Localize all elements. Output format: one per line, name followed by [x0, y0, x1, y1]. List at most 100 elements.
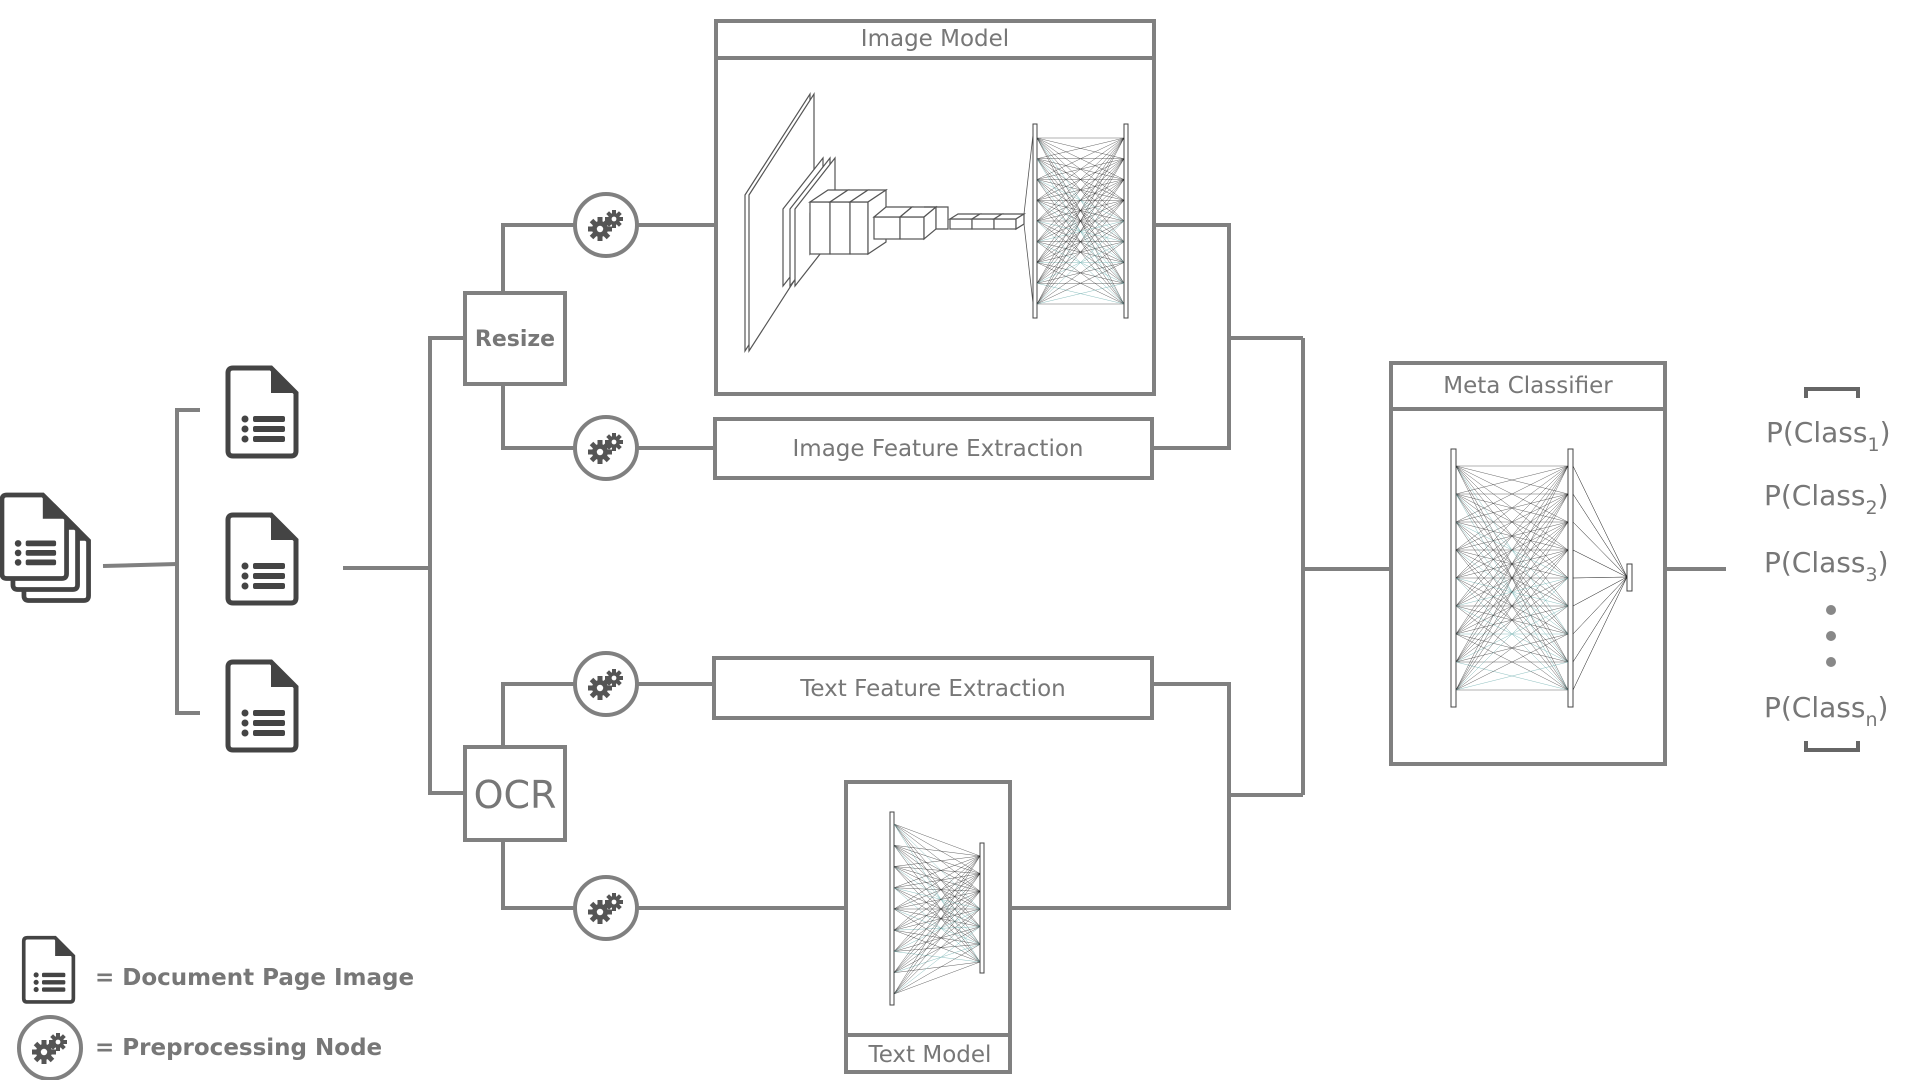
network-edge	[1036, 137, 1125, 263]
ellipsis-dot	[1826, 631, 1836, 641]
network-edge	[893, 926, 981, 952]
network-edge	[893, 823, 981, 857]
network-edge	[893, 944, 981, 995]
preprocessing-node-2	[573, 415, 639, 481]
network-edge	[893, 873, 981, 952]
network-edge	[893, 873, 981, 931]
network-edge	[893, 866, 981, 945]
network-edge	[1455, 465, 1569, 551]
network-edge	[893, 845, 981, 892]
network-edge	[1036, 200, 1125, 305]
network-edge	[1455, 465, 1569, 495]
network-edge	[893, 891, 981, 931]
network-edge	[893, 908, 981, 995]
resize-box: Resize	[463, 291, 567, 386]
network-edge	[893, 887, 981, 892]
resize-label: Resize	[475, 327, 555, 352]
network-edge	[893, 866, 981, 892]
network-edge	[893, 855, 981, 995]
network-edge	[893, 845, 981, 857]
image-feature-extraction-box: Image Feature Extraction	[713, 417, 1154, 480]
network-edge	[1036, 137, 1125, 180]
network-edge	[893, 866, 981, 927]
network-edge	[893, 891, 981, 910]
ellipsis-dot	[1826, 657, 1836, 667]
network-edge	[1572, 576, 1628, 607]
preprocessing-node-3	[573, 651, 639, 717]
ellipsis-dot	[1826, 605, 1836, 615]
legend-preprocessing-node: = Preprocessing Node	[95, 1035, 382, 1061]
network-edge	[893, 866, 981, 910]
ocr-box: OCR	[463, 745, 567, 842]
network-edge	[1455, 493, 1569, 691]
network-edge	[893, 873, 981, 888]
network-edge	[1572, 521, 1628, 578]
network-edge	[893, 887, 981, 945]
text-feature-extraction-label: Text Feature Extraction	[799, 676, 1065, 702]
network-edge	[893, 944, 981, 973]
network-edge	[893, 891, 981, 952]
meta-classifier-title: Meta Classifier	[1443, 373, 1613, 399]
network-edge	[893, 855, 981, 973]
network-edge	[893, 845, 981, 874]
preprocessing-node-4	[573, 875, 639, 941]
network-edge	[1036, 137, 1125, 305]
legend-gear-icon	[17, 1015, 83, 1080]
image-model-dense-net	[1032, 123, 1129, 319]
network-edge	[1036, 220, 1125, 305]
network-edge	[1036, 137, 1125, 242]
network-edge	[893, 873, 981, 973]
meta-classifier-box: Meta Classifier	[1389, 361, 1667, 766]
network-edge	[893, 873, 981, 910]
network-edge	[893, 926, 981, 931]
network-edge	[893, 855, 981, 888]
network-edge	[1455, 465, 1569, 523]
image-model-box: Image Model	[714, 19, 1156, 396]
network-edge	[893, 926, 981, 995]
text-model-net	[889, 811, 985, 1006]
output-probabilities: P(Class1) P(Class2) P(Class3) P(Classn)	[1764, 387, 1891, 752]
network-edge	[1455, 521, 1569, 691]
network-edge	[893, 908, 981, 945]
network-edge	[1572, 576, 1628, 579]
prob-class-2: P(Class2)	[1764, 479, 1889, 519]
network-edge	[893, 887, 981, 927]
network-edge	[1036, 137, 1125, 201]
network-edge	[893, 873, 981, 995]
preprocessing-node-1	[573, 192, 639, 258]
network-edge	[893, 845, 981, 927]
network-edge	[1572, 549, 1628, 578]
network-edge	[1455, 465, 1569, 691]
meta-classifier-net	[1450, 448, 1633, 708]
network-edge	[893, 926, 981, 973]
network-edge	[893, 887, 981, 910]
network-edge	[1572, 576, 1628, 691]
document-icon-top	[228, 368, 296, 456]
network-edge	[1036, 241, 1125, 305]
network-edge	[893, 908, 981, 973]
network-edge	[1036, 137, 1125, 222]
network-edge	[1036, 262, 1125, 305]
network-edge	[1455, 577, 1569, 691]
network-edge	[893, 908, 981, 931]
network-edge	[893, 866, 981, 874]
prob-class-3: P(Class3)	[1764, 546, 1889, 586]
text-model-box: Text Model	[844, 780, 1012, 1074]
network-edge	[1455, 633, 1569, 691]
network-edge	[1455, 465, 1569, 607]
network-edge	[1036, 137, 1125, 284]
network-edge	[1572, 576, 1628, 663]
network-edge	[1036, 283, 1125, 305]
network-edge	[1455, 549, 1569, 691]
image-model-title: Image Model	[861, 26, 1009, 52]
network-edge	[893, 823, 981, 945]
text-model-title: Text Model	[868, 1042, 992, 1068]
prob-class-1: P(Class1)	[1766, 416, 1891, 456]
text-feature-extraction-box: Text Feature Extraction	[712, 656, 1154, 720]
network-edge	[893, 961, 981, 995]
network-edge	[893, 855, 981, 931]
network-edge	[893, 930, 981, 945]
network-edge	[893, 823, 981, 910]
legend-document-page-image: = Document Page Image	[95, 965, 414, 991]
